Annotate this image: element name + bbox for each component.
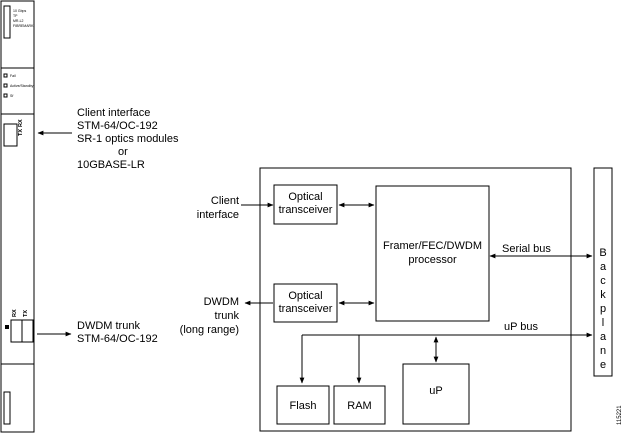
dwdm-trunk-label-line-1: DWDM <box>204 296 239 308</box>
optical-transceiver-client-box <box>273 184 338 225</box>
optical-transceiver-client-line-2: transceiver <box>279 204 333 216</box>
top-ejector-latch <box>3 5 11 39</box>
optical-transceiver-trunk-line-1: Optical <box>288 290 322 302</box>
backplane-letter-7: a <box>600 331 607 343</box>
ram-box <box>333 385 386 425</box>
dwdm-trunk-label-line-2: trunk <box>215 310 240 322</box>
fail-led <box>3 73 8 78</box>
backplane-bar <box>593 167 613 377</box>
ram-label: RAM <box>347 400 371 412</box>
fail-led-label: Fail <box>10 74 16 78</box>
optical-transceiver-trunk: Optical transceiver <box>273 283 338 323</box>
backplane-letter-1: B <box>599 247 606 259</box>
client-port-housing <box>3 123 18 147</box>
dwdm-trunk-note-line-2: STM-64/OC-192 <box>77 333 158 345</box>
client-port: TX RX <box>3 119 24 147</box>
processor-line-1: Framer/FEC/DWDM <box>383 240 482 252</box>
up-label: uP <box>429 385 442 397</box>
active-standby-led <box>3 83 8 88</box>
dwdm-trunk-label: DWDM trunk (long range) <box>180 296 240 336</box>
optical-transceiver-trunk-box <box>273 283 338 323</box>
processor-line-2: processor <box>408 254 457 266</box>
optical-transceiver-trunk-line-2: transceiver <box>279 303 333 315</box>
bottom-ejector-latch <box>3 391 11 425</box>
processor-box <box>375 185 490 322</box>
client-interface-note-line-2: STM-64/OC-192 <box>77 120 158 132</box>
up-block: uP <box>402 363 470 425</box>
backplane-letter-9: e <box>600 359 606 371</box>
laser-warning-indicator <box>5 325 9 329</box>
up-box <box>402 363 470 425</box>
backplane-letter-3: c <box>600 275 606 287</box>
flash-box <box>276 385 330 425</box>
trunk-port-rx-label: RX <box>12 309 18 317</box>
trunk-port-tx <box>21 319 34 343</box>
optical-transceiver-client: Optical transceiver <box>273 184 338 225</box>
backplane: B a c k p l a n e <box>593 167 613 377</box>
client-port-tx-label: TX <box>18 129 24 136</box>
up-bus: uP bus <box>299 321 593 384</box>
framer-fec-dwdm-processor: Framer/FEC/DWDM processor <box>375 185 490 322</box>
sf-led-label: Sf <box>10 94 13 98</box>
card-label-line-4: FIBREMARK <box>13 24 34 28</box>
backplane-letter-2: a <box>600 261 607 273</box>
client-interface-label-line-1: Client <box>211 195 239 207</box>
figure-id: 115221 <box>617 405 623 425</box>
client-port-rx-label: RX <box>18 119 24 127</box>
card-label-line-3: MR-L2 <box>13 19 24 23</box>
up-bus-label: uP bus <box>504 321 539 333</box>
dwdm-trunk-note: DWDM trunk STM-64/OC-192 <box>37 320 158 345</box>
serial-bus-label: Serial bus <box>502 243 551 255</box>
client-interface-note-line-4: or <box>118 146 128 158</box>
flash-block: Flash <box>276 385 330 425</box>
backplane-letter-5: p <box>600 303 606 315</box>
card-label-line-2: TP <box>13 14 18 18</box>
backplane-letter-6: l <box>602 317 604 329</box>
trunk-port: RX TX <box>5 309 34 343</box>
sf-led <box>3 93 8 98</box>
backplane-letter-8: n <box>600 345 606 357</box>
ram-block: RAM <box>333 385 386 425</box>
dwdm-trunk-note-line-1: DWDM trunk <box>77 320 140 332</box>
optical-transceiver-client-line-1: Optical <box>288 191 322 203</box>
card-faceplate <box>0 0 35 433</box>
client-interface-label: Client interface <box>197 195 239 221</box>
trunk-port-tx-label: TX <box>23 310 29 317</box>
line-card: 10 Gbps TP MR-L2 FIBREMARK Fail Active/S… <box>0 0 35 433</box>
client-interface-label-line-2: interface <box>197 209 239 221</box>
card-label-line-1: 10 Gbps <box>13 9 26 13</box>
client-interface-note-line-3: SR-1 optics modules <box>77 133 179 145</box>
flash-label: Flash <box>290 400 317 412</box>
client-interface-note: Client interface STM-64/OC-192 SR-1 opti… <box>37 107 179 171</box>
dwdm-trunk-label-line-3: (long range) <box>180 324 239 336</box>
backplane-letter-4: k <box>600 289 606 301</box>
client-interface-note-line-1: Client interface <box>77 107 150 119</box>
client-interface-note-line-5: 10GBASE-LR <box>77 159 145 171</box>
trunk-port-rx <box>10 319 23 343</box>
active-standby-led-label: Active/Standby <box>10 84 34 88</box>
